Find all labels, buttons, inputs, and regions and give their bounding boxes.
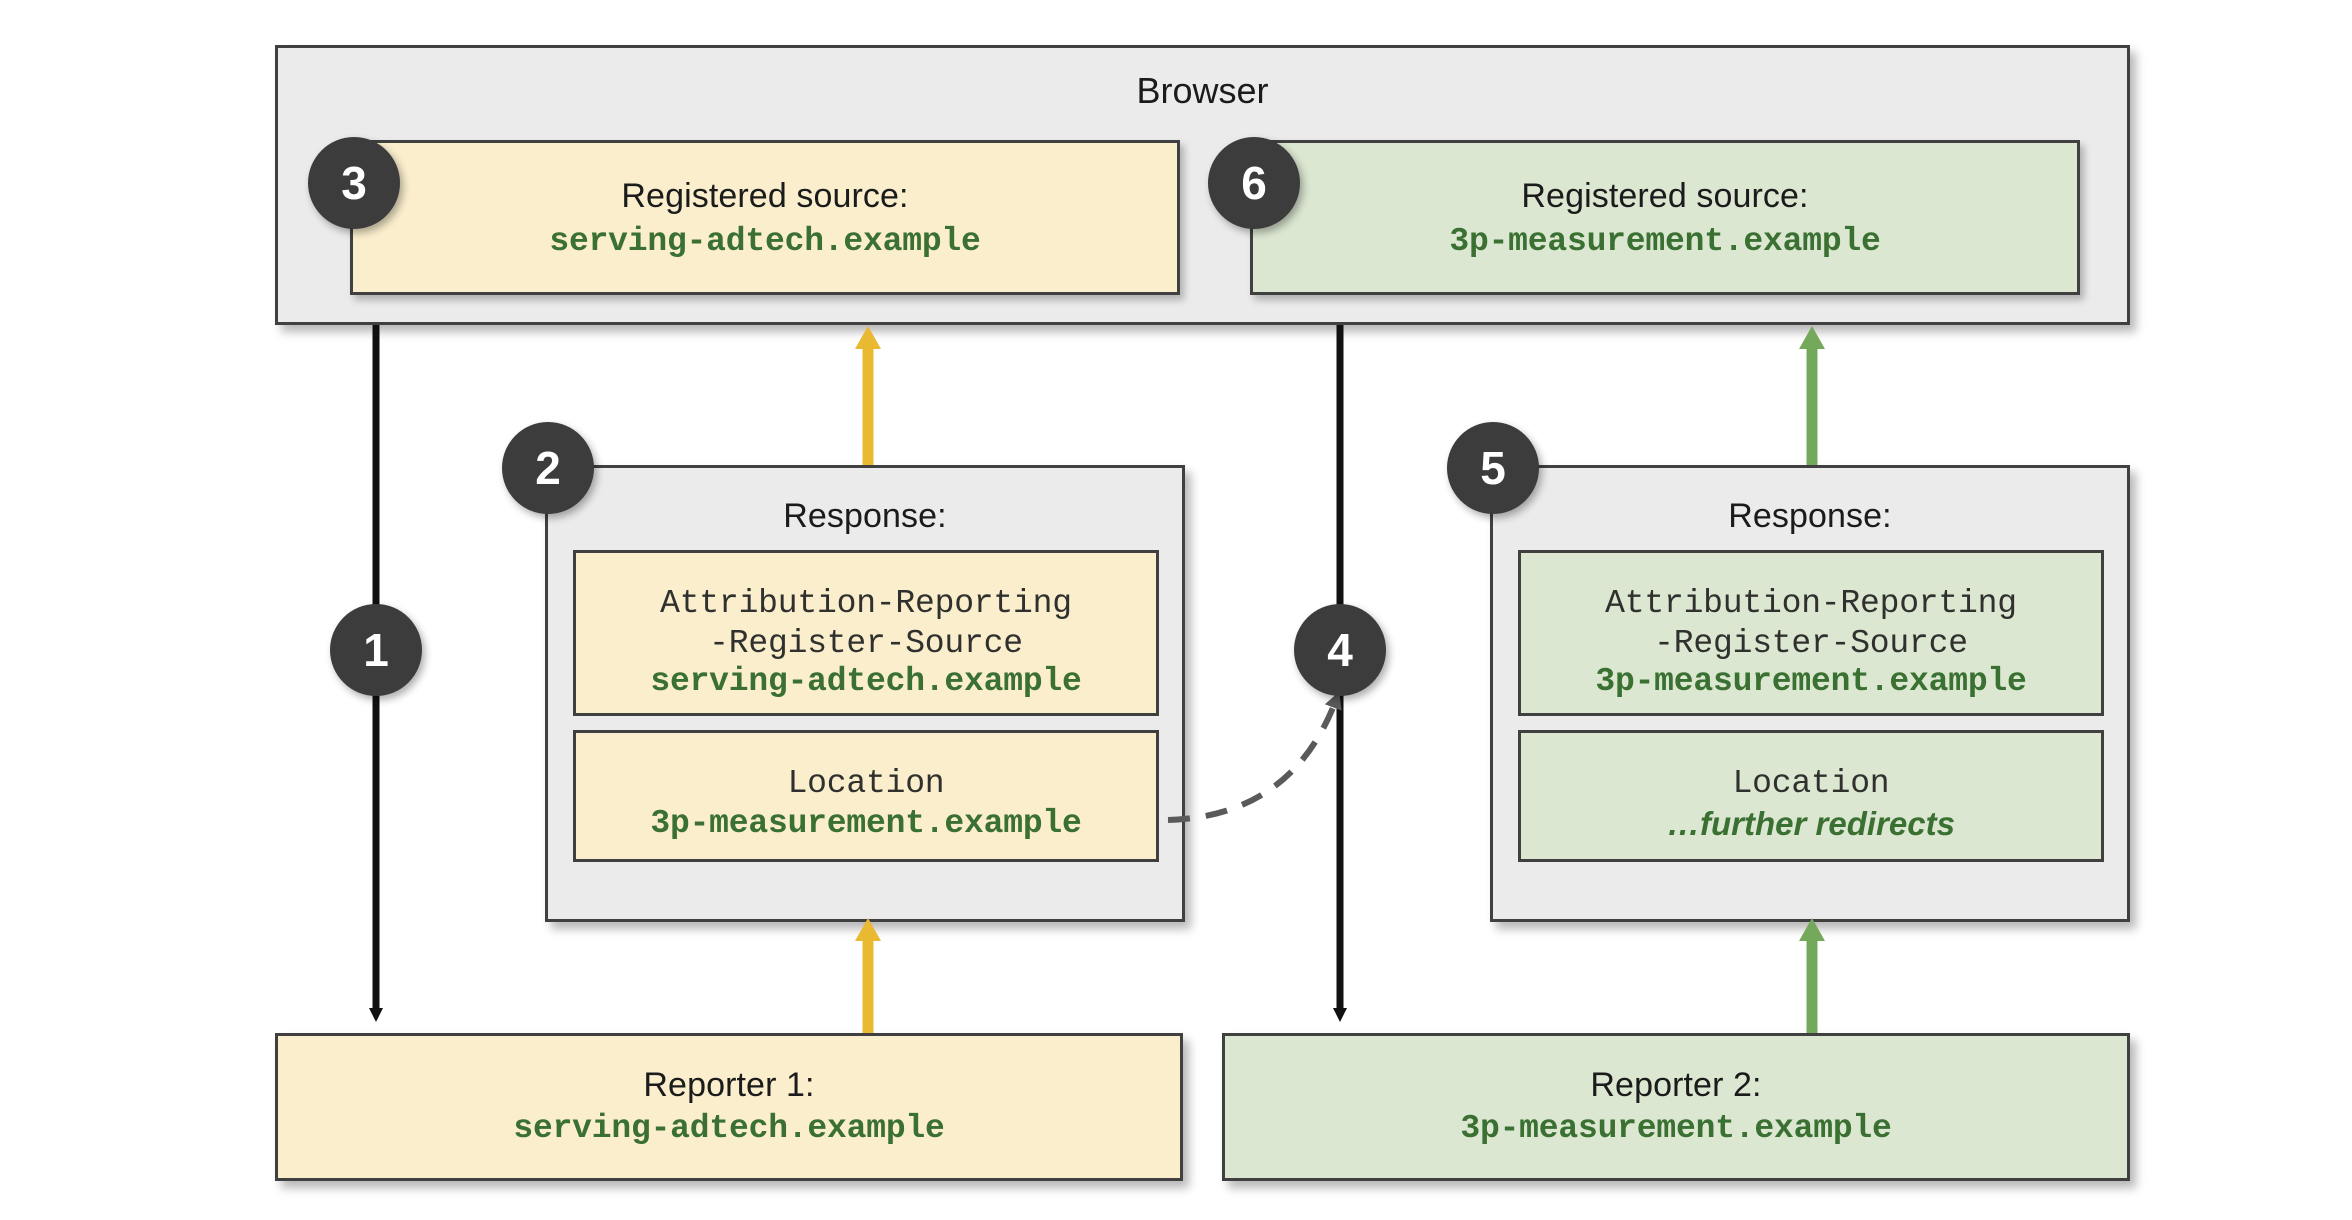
step-badge-1: 1 [330, 604, 422, 696]
header-name-line2-2-1: -Register-Source [1654, 625, 1968, 662]
response-header-card-1-1: Attribution-Reporting -Register-Source s… [573, 550, 1159, 716]
registered-source-heading-1: Registered source: [621, 177, 909, 215]
header-name-line2-1-1: -Register-Source [709, 625, 1023, 662]
browser-title: Browser [1136, 70, 1269, 111]
registered-source-value-2: 3p-measurement.example [1449, 223, 1881, 260]
response-header-card-2-1: Attribution-Reporting -Register-Source 3… [1518, 550, 2104, 716]
step-badge-5: 5 [1447, 422, 1539, 514]
header-name-line1-1-2: Location [787, 765, 945, 802]
header-name-line1-2-1: Attribution-Reporting [1605, 585, 2017, 622]
reporter-heading-1: Reporter 1: [643, 1066, 815, 1104]
reporter-value-2: 3p-measurement.example [1460, 1110, 1892, 1147]
header-value-2-2: …further redirects [1667, 805, 1955, 842]
response-heading-2: Response: [1728, 497, 1892, 535]
header-name-line1-1-1: Attribution-Reporting [660, 585, 1072, 622]
header-value-1-2: 3p-measurement.example [650, 805, 1082, 842]
header-name-line1-2-2: Location [1732, 765, 1890, 802]
registered-source-heading-2: Registered source: [1521, 177, 1809, 215]
step-badge-2: 2 [502, 422, 594, 514]
reporter-card-2: Reporter 2: 3p-measurement.example [1222, 1033, 2130, 1181]
reporter-heading-2: Reporter 2: [1590, 1066, 1762, 1104]
registered-source-card-2: Registered source: 3p-measurement.exampl… [1250, 140, 2080, 295]
registered-source-value-1: serving-adtech.example [549, 223, 981, 260]
registered-source-card-1: Registered source: serving-adtech.exampl… [350, 140, 1180, 295]
redirect-dashed-curve [1167, 691, 1342, 823]
response-heading-1: Response: [783, 497, 947, 535]
response-header-card-2-2: Location …further redirects [1518, 730, 2104, 862]
header-value-1-1: serving-adtech.example [650, 663, 1082, 700]
response-card-1: Response: Attribution-Reporting -Registe… [545, 465, 1185, 922]
step-badge-6: 6 [1208, 137, 1300, 229]
response-header-card-1-2: Location 3p-measurement.example [573, 730, 1159, 862]
reporter-card-1: Reporter 1: serving-adtech.example [275, 1033, 1183, 1181]
response-card-2: Response: Attribution-Reporting -Registe… [1490, 465, 2130, 922]
reporter-value-1: serving-adtech.example [513, 1110, 945, 1147]
step-badge-4: 4 [1294, 604, 1386, 696]
step-badge-3: 3 [308, 137, 400, 229]
header-value-2-1: 3p-measurement.example [1595, 663, 2027, 700]
